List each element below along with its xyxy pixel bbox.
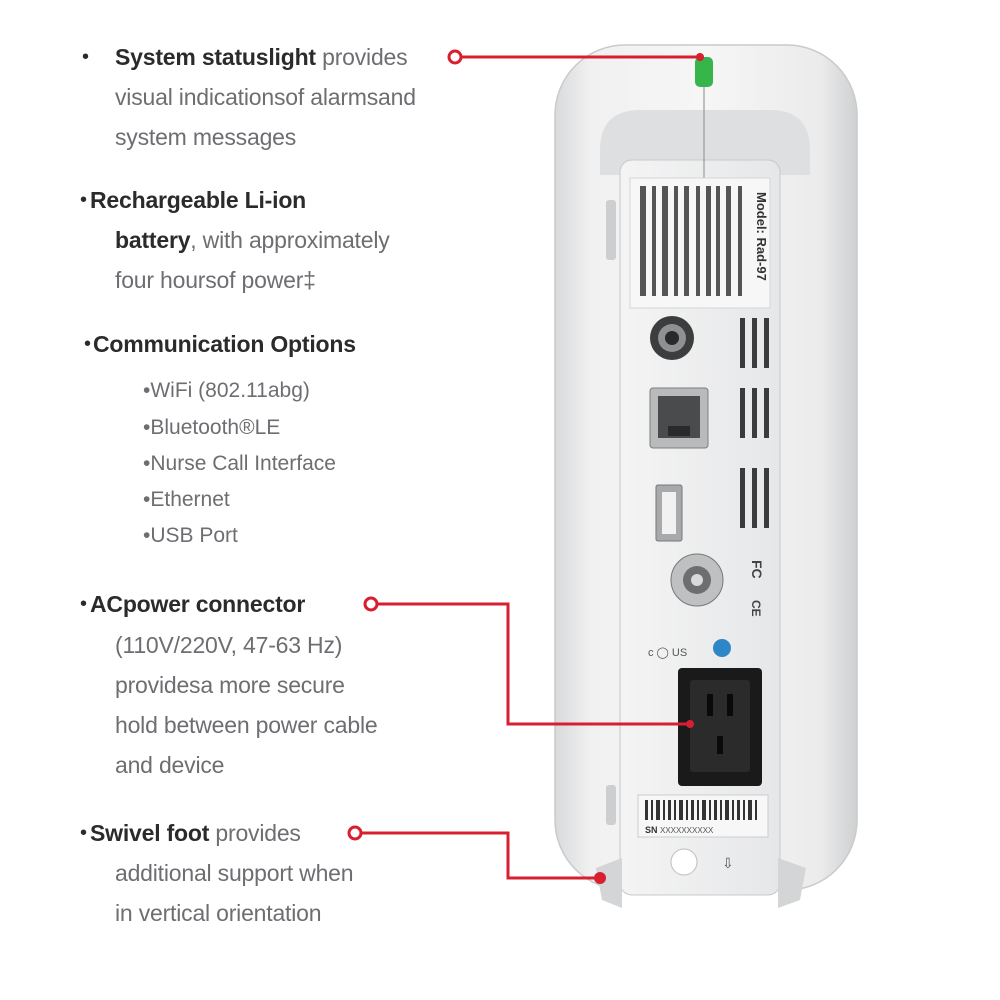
bottom-button xyxy=(670,848,698,876)
status-light-rest: provides xyxy=(315,44,408,70)
ac-power-line3: providesa more secure xyxy=(115,672,345,698)
certification-mark xyxy=(713,639,731,657)
status-light xyxy=(695,57,713,87)
device-handle-recess xyxy=(600,110,810,175)
swivel-foot-line3: in vertical orientation xyxy=(115,900,322,926)
callout-lines xyxy=(362,55,700,880)
svg-text:c ◯ US: c ◯ US xyxy=(648,647,687,659)
svg-text:CE: CE xyxy=(749,600,763,617)
communication-option-ethernet: •Ethernet xyxy=(143,488,230,511)
communication-option-bluetooth: •Bluetooth®LE xyxy=(143,416,281,439)
communication-option-nurse-call: •Nurse Call Interface xyxy=(143,452,336,475)
communication-title: Communication Options xyxy=(93,331,356,357)
ac-power-line4: hold between power cable xyxy=(115,712,378,738)
side-clip xyxy=(606,785,616,825)
swivel-foot xyxy=(596,858,622,908)
battery-line2: battery, with approximately xyxy=(115,220,390,260)
svg-text:FC: FC xyxy=(749,560,765,579)
swivel-foot-title: Swivel foot xyxy=(90,820,210,846)
bullet: • xyxy=(80,822,88,844)
swivel-foot-line2: additional support when xyxy=(115,860,354,886)
bullet: • xyxy=(82,46,90,68)
serial-value: XXXXXXXXXX xyxy=(660,826,714,835)
communication-option-wifi: •WiFi (802.11abg) xyxy=(143,379,310,402)
battery-door-icon: ⇩ xyxy=(722,856,734,872)
ac-power-line5: and device xyxy=(115,752,225,778)
status-light-title: System statuslight xyxy=(115,44,316,70)
swivel-foot-rest: provides xyxy=(209,820,301,846)
communication-option-usb: •USB Port xyxy=(143,524,238,547)
battery-rest: , with approximately xyxy=(190,227,390,253)
bullet: • xyxy=(80,189,88,211)
battery-line3: four hoursof power‡ xyxy=(115,267,316,293)
model-label: Model: Rad-97 xyxy=(754,192,769,281)
serial-prefix: SN xyxy=(645,825,658,835)
status-light-line2: visual indicationsof alarmsand xyxy=(115,84,416,110)
side-clip xyxy=(606,200,616,260)
status-light-line3: system messages xyxy=(115,124,297,150)
battery-title-line1: Rechargeable Li-ion xyxy=(90,187,307,213)
status-light-line1: System statuslight provides xyxy=(115,37,408,77)
callout-circles xyxy=(347,49,463,841)
bullet: • xyxy=(84,333,92,355)
swivel-foot-line1: Swivel foot provides xyxy=(90,813,301,853)
ac-power-title: ACpower connector xyxy=(90,591,306,617)
bullet: • xyxy=(80,593,88,615)
ac-power-line2: (110V/220V, 47-63 Hz) xyxy=(115,632,343,658)
vent-slots xyxy=(740,318,769,528)
battery-title-line2: battery xyxy=(115,227,191,253)
